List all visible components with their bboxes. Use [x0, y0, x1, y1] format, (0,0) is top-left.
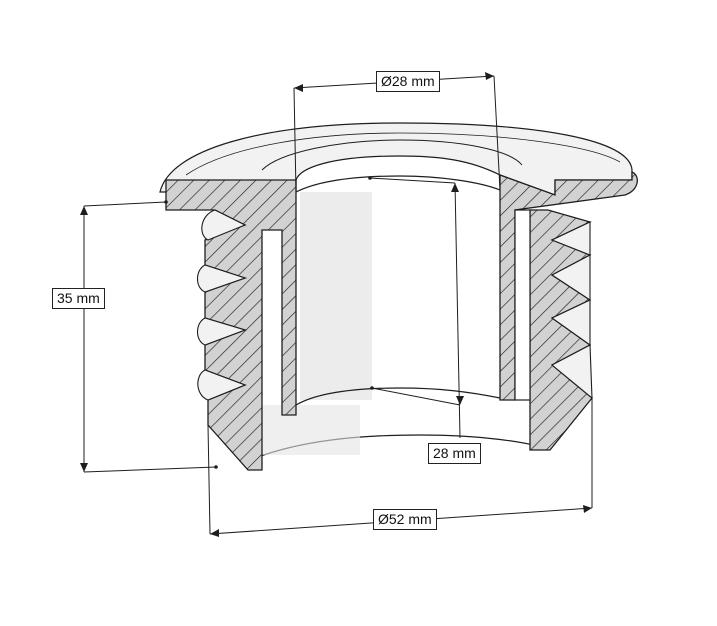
dimension-lines	[83, 75, 593, 535]
right-thread-crests	[550, 221, 593, 400]
height-label: 35 mm	[52, 288, 105, 309]
left-thread-crests	[196, 209, 247, 401]
dimension-arrowheads	[80, 72, 592, 537]
depth-label: 28 mm	[428, 443, 481, 464]
outer-diameter-label: Ø52 mm	[373, 509, 437, 530]
flange-ring	[159, 122, 633, 196]
bore	[249, 175, 551, 461]
inner-diameter-label: Ø28 mm	[376, 71, 440, 92]
